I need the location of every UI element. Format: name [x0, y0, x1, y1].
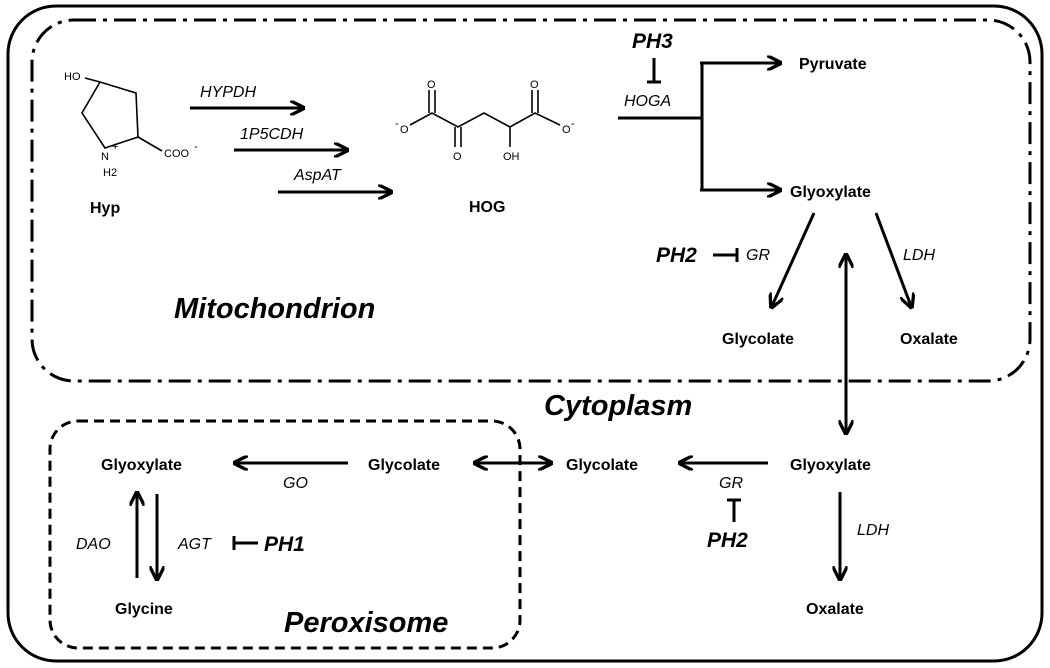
ph3-label: PH3	[632, 30, 673, 53]
glyoxylate-perox-label: Glyoxylate	[101, 457, 182, 474]
cytoplasm-label: Cytoplasm	[544, 390, 692, 422]
ldh-cyto-label: LDH	[857, 522, 889, 539]
ph1-label: PH1	[264, 533, 305, 556]
hyp-ring	[81, 81, 139, 149]
glyoxylate-mito-label: Glyoxylate	[790, 184, 871, 201]
cell-outer-boundary	[6, 4, 1044, 663]
gr-mito-label: GR	[746, 247, 770, 264]
hog-minus-right: -	[571, 118, 575, 130]
dao-label: DAO	[76, 536, 111, 553]
hog-oh: OH	[503, 151, 520, 163]
agt-label: AGT	[177, 536, 212, 553]
ldh-mito-arrow	[874, 212, 911, 306]
mitochondrion-label: Mitochondrion	[174, 293, 375, 325]
oxalate-mito-label: Oxalate	[900, 331, 958, 348]
hyp-ho-bond	[84, 77, 101, 83]
hyp-structure: HO N H2 + COO -	[64, 71, 198, 179]
gr-cyto-label: GR	[719, 475, 743, 492]
hyp-n-label: N	[101, 151, 109, 163]
glycolate-perox-label: Glycolate	[368, 457, 440, 474]
hoga-label: HOGA	[624, 93, 671, 110]
oxalate-cyto-label: Oxalate	[806, 601, 864, 618]
hog-om-right: O	[562, 124, 571, 136]
hog-o-left: O	[427, 79, 436, 91]
glycine-perox-label: Glycine	[115, 601, 173, 618]
glycolate-cyto-label: Glycolate	[566, 457, 638, 474]
hyp-coo-label: COO	[164, 148, 190, 160]
hog-o-right: O	[530, 79, 539, 91]
hog-minus-left: -	[395, 118, 399, 130]
aspat-label: AspAT	[293, 167, 342, 184]
hyp-plus-label: +	[112, 141, 118, 153]
gr-mito-arrow	[772, 212, 816, 306]
mitochondrion-boundary	[30, 18, 1032, 383]
hog-om-left: O	[400, 124, 409, 136]
p5cdh-label: 1P5CDH	[240, 126, 304, 143]
glycolate-mito-label: Glycolate	[722, 331, 794, 348]
go-label: GO	[283, 475, 308, 492]
hyp-ho-label: HO	[64, 71, 81, 83]
hyp-h2-label: H2	[103, 167, 117, 179]
peroxisome-label: Peroxisome	[284, 607, 448, 639]
pyruvate-label: Pyruvate	[799, 56, 867, 73]
hyp-cooh-bond	[137, 136, 163, 152]
ph2-cyto-label: PH2	[707, 529, 748, 552]
hypdh-label: HYPDH	[200, 84, 256, 101]
glyoxylate-cyto-label: Glyoxylate	[790, 457, 871, 474]
ph2-mito-label: PH2	[656, 244, 697, 267]
hyp-minus-label: -	[194, 141, 198, 153]
peroxisome-boundary	[48, 419, 522, 650]
ldh-mito-label: LDH	[903, 247, 935, 264]
hog-backbone	[409, 112, 561, 128]
hog-structure: O O O - O - O OH	[395, 79, 575, 163]
hog-label: HOG	[469, 199, 505, 216]
hyp-label: Hyp	[90, 200, 120, 217]
hog-keto-o: O	[453, 151, 462, 163]
